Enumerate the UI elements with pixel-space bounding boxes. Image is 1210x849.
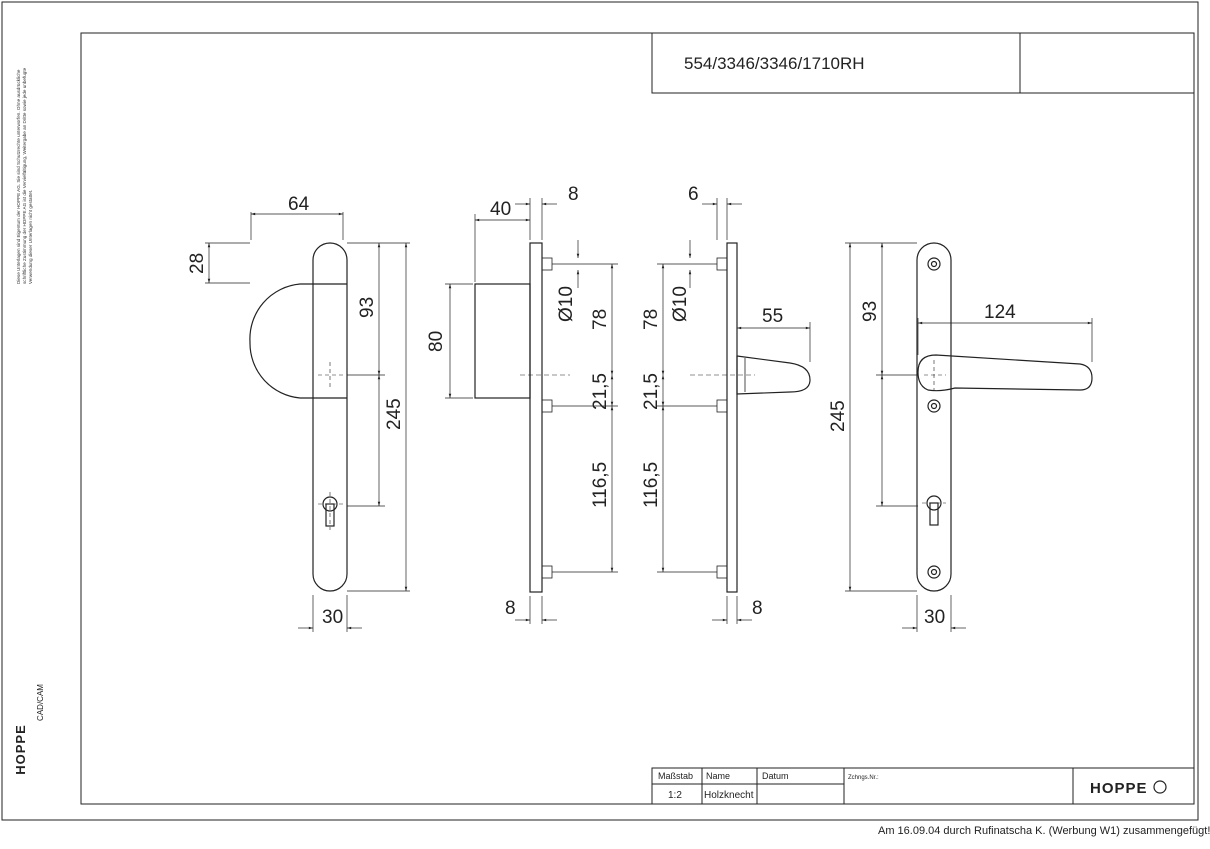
article-number: 554/3346/3346/1710RH <box>684 54 865 73</box>
dim-80: 80 <box>426 331 447 352</box>
side-disclaimer: Diese Unterlagen sind Eigentum der HOPPE… <box>16 67 33 284</box>
side-brand-logo: HOPPE <box>12 724 28 775</box>
dim-28: 28 <box>187 253 208 274</box>
dim-d10-right: Ø10 <box>670 286 691 322</box>
dim-245-front: 245 <box>384 398 405 430</box>
date-label: Datum <box>762 771 789 781</box>
dim-30-front: 30 <box>322 607 343 628</box>
dim-8-bottom-right: 8 <box>752 598 763 619</box>
dim-21-5-right: 21,5 <box>641 373 662 410</box>
dim-116-5-left: 116,5 <box>590 462 611 508</box>
dim-6: 6 <box>688 184 699 205</box>
dim-8-bottom-left: 8 <box>505 598 516 619</box>
dim-93-front: 93 <box>357 297 378 318</box>
side-cad-label: CAD/CAM <box>35 684 45 721</box>
dim-21-5-left: 21,5 <box>590 373 611 410</box>
drawing-number-label: Zchngs.Nr.: <box>848 775 879 781</box>
dim-8-top: 8 <box>568 184 579 205</box>
dim-d10-left: Ø10 <box>556 286 577 322</box>
brand-logo: HOPPE <box>1090 780 1148 797</box>
dim-78-left: 78 <box>590 309 611 330</box>
scale-value: 1:2 <box>668 790 682 801</box>
dim-40: 40 <box>490 199 511 220</box>
outer-border <box>1 1 1199 821</box>
dim-64: 64 <box>288 194 310 215</box>
view-side-lever <box>657 198 811 624</box>
brand-logo-mark <box>1153 780 1167 794</box>
view-front-knob <box>205 212 410 632</box>
name-label: Name <box>706 771 730 781</box>
footer-note: Am 16.09.04 durch Rufinatscha K. (Werbun… <box>878 825 1210 837</box>
dim-116-5-right: 116,5 <box>641 462 662 508</box>
dim-30-lever: 30 <box>924 607 945 628</box>
scale-label: Maßstab <box>658 771 693 781</box>
name-value: Holzknecht <box>704 790 754 801</box>
view-front-lever <box>845 242 1093 632</box>
article-box <box>651 32 1195 94</box>
dim-245-lever: 245 <box>828 400 849 432</box>
dim-78-right: 78 <box>641 309 662 330</box>
dim-124: 124 <box>984 302 1016 323</box>
title-block <box>651 767 1195 805</box>
dim-93-lever: 93 <box>860 301 881 322</box>
dim-55: 55 <box>762 306 783 327</box>
view-side-knob <box>445 198 618 624</box>
inner-frame <box>80 32 1195 805</box>
